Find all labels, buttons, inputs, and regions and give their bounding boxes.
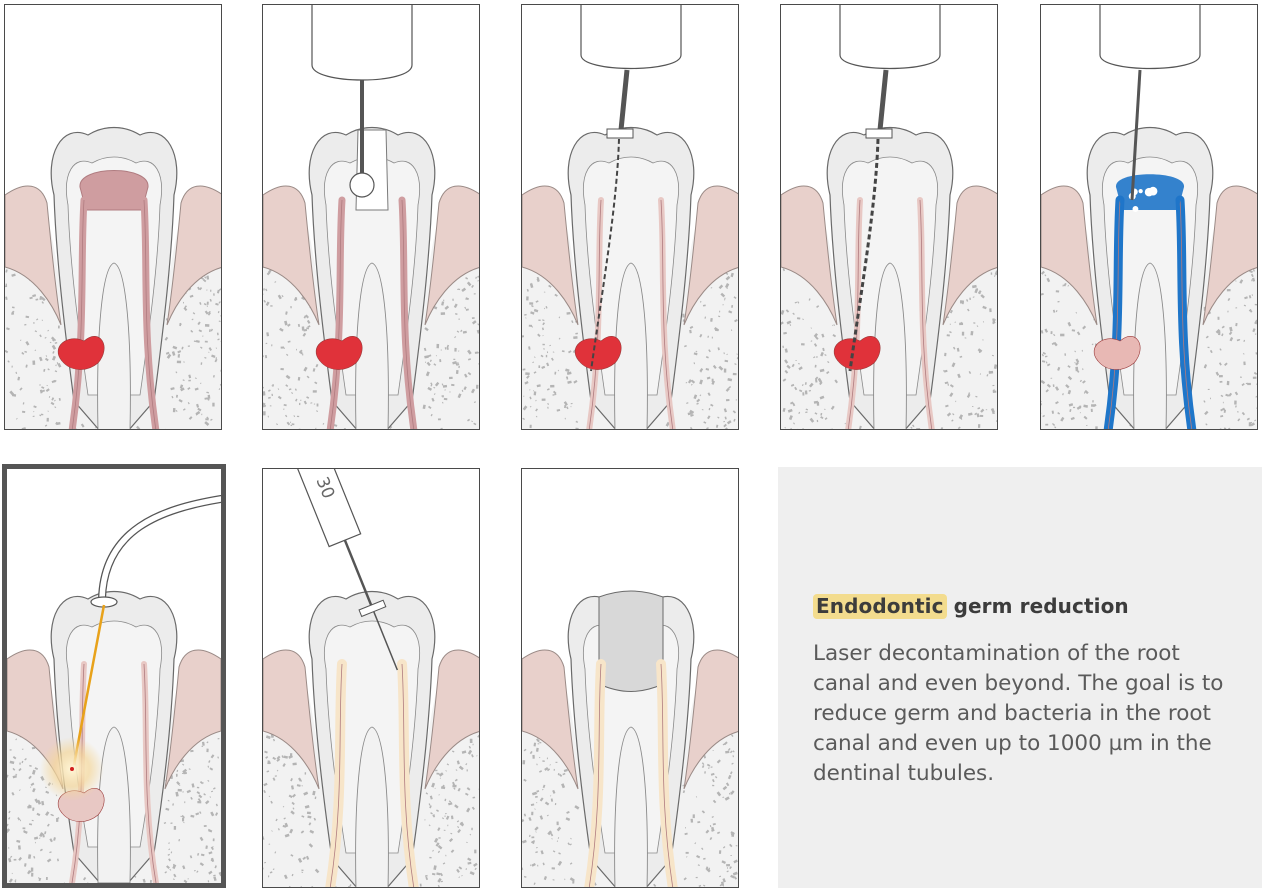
step-info-box: Endodontic germ reduction Laser decontam…	[778, 467, 1262, 888]
tooth-scene	[263, 5, 480, 430]
file-stopper	[607, 129, 633, 138]
tooth-scene	[5, 128, 222, 431]
step-panel-canal-filling[interactable]: 30	[262, 468, 480, 888]
step-title-highlight: Endodontic	[813, 594, 947, 619]
infected-pulp-chamber	[80, 171, 148, 211]
tooth-scene	[7, 499, 221, 883]
step-title: Endodontic germ reduction	[813, 594, 1129, 618]
file-shank	[880, 70, 886, 130]
handpiece	[1100, 5, 1200, 69]
handpiece	[840, 5, 940, 69]
sealed-tooth-illustration	[522, 469, 739, 888]
step-panel-canal-rinse[interactable]	[1040, 4, 1258, 430]
step-title-rest: germ reduction	[947, 594, 1129, 618]
step-panel-infected-tooth[interactable]	[4, 4, 222, 430]
rinse-bubble	[1149, 187, 1158, 196]
step-panel-access-opening[interactable]	[262, 4, 480, 430]
crown-filling	[599, 591, 663, 692]
canal-shaping-illustration	[781, 5, 998, 430]
file-shank	[621, 70, 627, 130]
access-opening-illustration	[263, 5, 480, 430]
step-panel-canal-shaping[interactable]	[780, 4, 998, 430]
tooth-scene	[781, 5, 998, 430]
rinse-bubble	[1139, 189, 1143, 193]
laser-fiber-cable-inner	[102, 499, 221, 599]
tooth-scene	[522, 591, 739, 888]
canal-rinse-illustration	[1041, 5, 1258, 430]
round-bur	[350, 173, 374, 197]
step-panel-canal-file[interactable]	[521, 4, 739, 430]
handpiece	[312, 5, 412, 80]
step-panel-sealed-tooth[interactable]	[521, 468, 739, 888]
rinse-bubble	[1132, 206, 1138, 212]
infected-tooth-illustration	[5, 5, 222, 430]
laser-tip-point	[70, 767, 74, 771]
step-panel-laser-germ-reduction[interactable]	[2, 464, 226, 888]
canal-file-illustration	[522, 5, 739, 430]
file-stopper	[866, 129, 892, 138]
tooth-scene	[522, 5, 739, 430]
tooth-scene: 30	[263, 469, 480, 888]
tooth-scene	[1041, 5, 1258, 430]
handpiece	[581, 5, 681, 69]
canal-filling-illustration: 30	[263, 469, 480, 888]
laser-germ-reduction-illustration	[7, 469, 221, 883]
step-description: Laser decontamination of the root canal …	[813, 639, 1233, 789]
